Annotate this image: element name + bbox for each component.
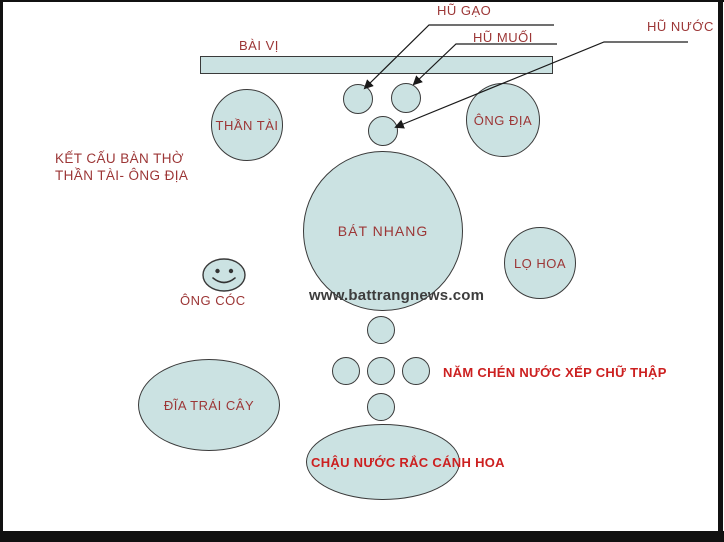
watermark-text: www.battrangnews.com: [309, 287, 485, 304]
frame-top: [0, 0, 724, 2]
chau-nuoc-ellipse: [306, 424, 460, 500]
caption-line-2: THẦN TÀI- ÔNG ĐỊA: [55, 168, 189, 183]
hu-muoi-label: HŨ MUỐI: [473, 30, 533, 45]
frame-right: [718, 0, 723, 542]
nam-chen-label: NĂM CHÉN NƯỚC XẾP CHỮ THẬP: [443, 365, 667, 380]
bai-vi-tablet: [200, 56, 553, 74]
ong-coc-face-icon: [202, 258, 246, 292]
hu-nuoc-circle: [368, 116, 398, 146]
hu-gao-label: HŨ GẠO: [437, 3, 492, 18]
bat-nhang-circle: BÁT NHANG: [303, 151, 463, 311]
dia-trai-cay-label: ĐĨA TRÁI CÂY: [163, 397, 255, 413]
ong-dia-circle: ÔNG ĐỊA: [466, 83, 540, 157]
frame-left: [0, 0, 3, 542]
frame-bottom: [0, 531, 724, 542]
diagram-caption: KẾT CẤU BÀN THỜ THẦN TÀI- ÔNG ĐỊA: [55, 150, 188, 184]
water-cup-top: [367, 316, 395, 344]
lo-hoa-label: LỌ HOA: [513, 255, 567, 271]
hu-gao-circle: [343, 84, 373, 114]
water-cup-bottom: [367, 393, 395, 421]
chau-nuoc-label: CHẬU NƯỚC RẮC CÁNH HOA: [311, 455, 505, 470]
ong-dia-label: ÔNG ĐỊA: [473, 112, 533, 128]
water-cup-left: [332, 357, 360, 385]
hu-nuoc-label: HŨ NƯỚC: [647, 19, 714, 34]
ong-coc-label: ÔNG CÓC: [180, 293, 246, 308]
than-tai-label: THẦN TÀI: [215, 117, 279, 133]
hu-muoi-circle: [391, 83, 421, 113]
than-tai-circle: THẦN TÀI: [211, 89, 283, 161]
bai-vi-label: BÀI VỊ: [239, 38, 279, 53]
dia-trai-cay-ellipse: ĐĨA TRÁI CÂY: [138, 359, 280, 451]
bat-nhang-label: BÁT NHANG: [337, 223, 429, 239]
caption-line-1: KẾT CẤU BÀN THỜ: [55, 151, 184, 166]
hu-nuoc-leader-line: [394, 41, 688, 129]
water-cup-right: [402, 357, 430, 385]
lo-hoa-circle: LỌ HOA: [504, 227, 576, 299]
water-cup-center: [367, 357, 395, 385]
